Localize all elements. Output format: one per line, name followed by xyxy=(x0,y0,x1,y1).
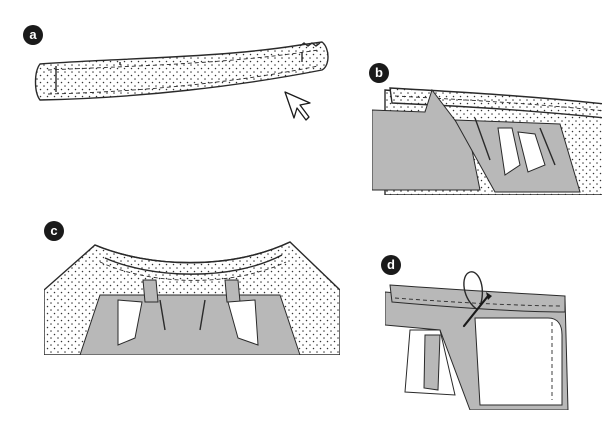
pleat-strip-right xyxy=(225,280,240,302)
panel-b-attach-collar xyxy=(372,88,605,195)
step-badge-d: d xyxy=(381,255,401,275)
step-badge-b: b xyxy=(369,63,389,83)
arrow-cursor-icon xyxy=(285,92,310,120)
panel-c-neckline xyxy=(44,242,340,355)
step-badge-a: a xyxy=(23,25,43,45)
panel-a-collar-strip xyxy=(36,42,329,120)
pleat-strip-d xyxy=(424,335,440,390)
facing-gray-c xyxy=(80,295,300,355)
pleat-strip-left xyxy=(143,280,158,302)
needle-plate-white xyxy=(475,318,562,405)
collar-strip-shape xyxy=(36,42,329,100)
step-badge-c: c xyxy=(44,221,64,241)
panel-d-stitching xyxy=(385,272,568,410)
